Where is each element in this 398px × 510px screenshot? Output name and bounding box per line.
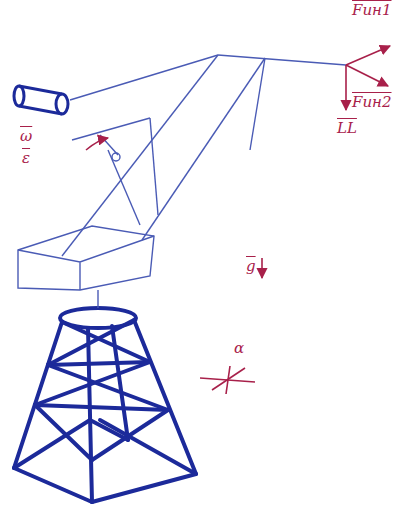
symbol-label: Fин1	[352, 2, 392, 19]
force-arrows	[86, 46, 390, 394]
symbol-label: g	[246, 258, 256, 275]
tower-truss	[14, 308, 196, 502]
symbol-label: LL	[337, 120, 357, 137]
counterweight-drum	[14, 86, 68, 114]
crane-upper	[18, 55, 346, 308]
symbol-label: ω	[20, 128, 32, 145]
symbol-label: α	[234, 340, 244, 357]
symbol-label: Fин2	[352, 94, 392, 111]
symbol-label: ε	[22, 150, 30, 167]
